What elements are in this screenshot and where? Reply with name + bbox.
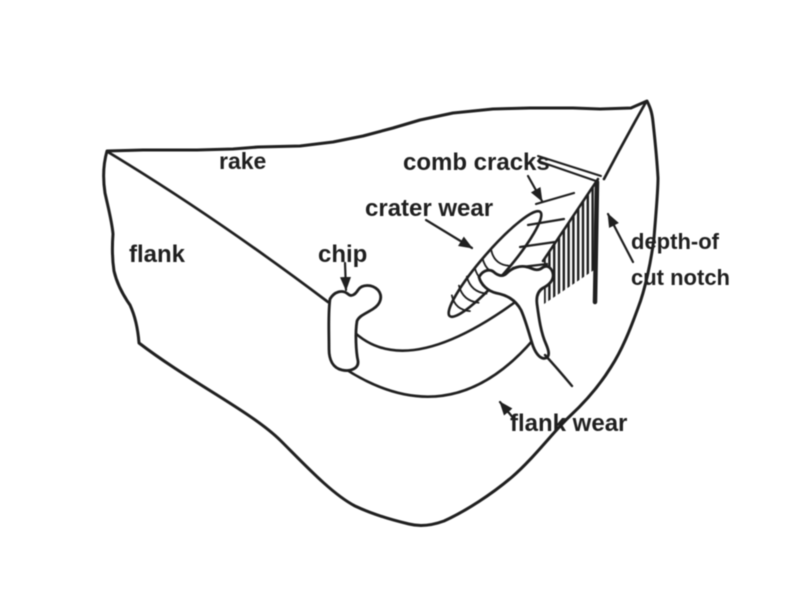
- edge-wear-band-hatching: [544, 180, 597, 304]
- flank-wear-arrow: [498, 400, 516, 421]
- chip-label: chip: [318, 241, 367, 268]
- depth-of-cut-notch-line: [592, 179, 600, 305]
- comb-cracks-leader-wedge: [537, 155, 602, 182]
- depth-of-cut-label-line2: cut notch: [631, 265, 730, 290]
- crater-wear-arrow: [424, 218, 474, 250]
- comb-cracks-arrow: [526, 174, 544, 203]
- rake-label: rake: [219, 148, 266, 174]
- depth-of-cut-label-line1: depth-of: [631, 229, 720, 254]
- chip-arrow: [340, 261, 352, 292]
- crater-wear-label: crater wear: [365, 195, 493, 222]
- chip-blob-right: [477, 264, 555, 360]
- flank-label: flank: [129, 241, 186, 268]
- flank-rake-edge-line: [106, 150, 330, 304]
- insert-outline: [102, 99, 660, 527]
- leader-arrows: [340, 174, 635, 421]
- flank-wear-label: flank wear: [510, 410, 627, 437]
- corner-cutting-edge-line: [602, 100, 648, 181]
- chip-blob-left: [327, 284, 383, 372]
- depth-of-cut-arrow: [606, 212, 635, 264]
- comb-cracks-label: comb cracks: [403, 149, 550, 176]
- edge-wear-band-top-edge: [541, 177, 600, 263]
- nose-corner-edge-line: [543, 353, 574, 388]
- crater-wear-ellipse: [447, 209, 543, 319]
